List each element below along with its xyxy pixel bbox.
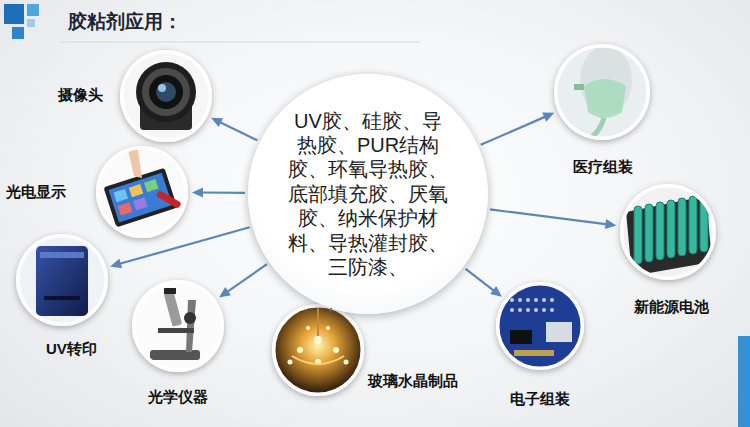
application-node: 摄像头 — [122, 52, 210, 140]
arrow-head — [219, 287, 231, 297]
material-circle: UV胶、硅胶、导热胶、PUR结构胶、环氧导热胶、底部填充胶、厌氧胶、纳米保护材料… — [248, 74, 488, 314]
arrow-head — [211, 118, 223, 127]
arrow-line — [466, 269, 495, 291]
arrow-line — [119, 227, 250, 264]
arrow-line — [490, 209, 607, 224]
header-rule — [60, 42, 420, 43]
arrow-head — [605, 219, 617, 229]
header-squares — [4, 4, 39, 39]
medical-picture — [554, 44, 650, 140]
application-node: 光学仪器 — [134, 282, 222, 370]
corner-bar — [738, 336, 750, 427]
application-label: 摄像头 — [58, 86, 103, 105]
application-label: 电子组装 — [510, 390, 570, 409]
pcb-picture — [496, 282, 584, 370]
battery-picture — [620, 184, 716, 280]
application-label: 新能源电池 — [634, 298, 709, 317]
application-label: 光电显示 — [6, 183, 66, 202]
arrow-head — [542, 113, 554, 122]
display-picture — [96, 146, 188, 238]
application-node: 医疗组装 — [556, 46, 648, 138]
page-title: 胶粘剂应用： — [68, 9, 182, 35]
application-node: 电子组装 — [498, 284, 582, 368]
application-label: UV转印 — [46, 340, 97, 359]
application-label: 光学仪器 — [148, 388, 208, 407]
application-node: 玻璃水晶制品 — [274, 306, 362, 394]
application-label: 医疗组装 — [573, 158, 633, 177]
material-list: UV胶、硅胶、导热胶、PUR结构胶、环氧导热胶、底部填充胶、厌氧胶、纳米保护材料… — [285, 109, 451, 280]
application-node: 新能源电池 — [622, 186, 714, 278]
camera-picture — [120, 50, 212, 142]
arrow-line — [201, 191, 245, 194]
arrow-line — [481, 116, 546, 144]
uv-printer-picture — [16, 234, 108, 326]
microscope-picture — [132, 280, 224, 372]
arrow-line — [226, 264, 267, 292]
application-node: 光电显示 — [98, 148, 186, 236]
arrow-line — [219, 122, 257, 141]
arrow-head — [192, 188, 203, 198]
application-node: UV转印 — [18, 236, 106, 324]
arrow-head — [110, 259, 122, 269]
chandelier-picture — [272, 304, 364, 396]
application-label: 玻璃水晶制品 — [368, 372, 458, 391]
arrow-head — [490, 286, 502, 297]
